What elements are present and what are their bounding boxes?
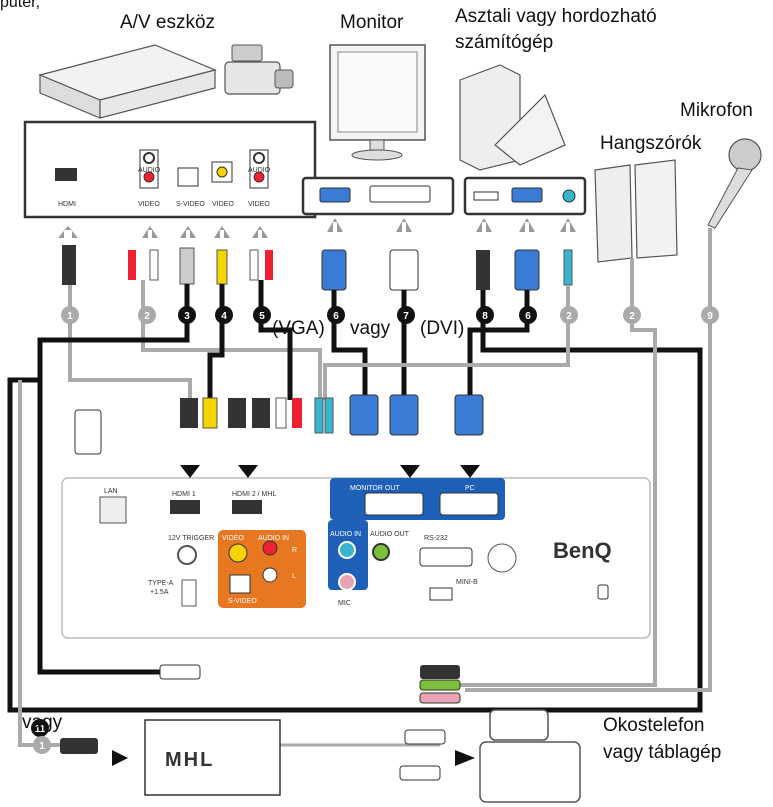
svg-text:7: 7 xyxy=(403,311,409,322)
svg-text:VIDEO: VIDEO xyxy=(212,201,234,208)
svg-text:RS-232: RS-232 xyxy=(424,535,448,542)
svg-text:VIDEO: VIDEO xyxy=(222,535,244,542)
svg-text:S-VIDEO: S-VIDEO xyxy=(228,598,257,605)
svg-text:TYPE-A: TYPE-A xyxy=(148,580,174,587)
computer-illustration xyxy=(460,65,565,170)
svg-text:HDMI 1: HDMI 1 xyxy=(172,491,196,498)
svg-text:4: 4 xyxy=(221,311,227,322)
svg-text:L: L xyxy=(292,573,296,580)
svg-text:6: 6 xyxy=(525,311,531,322)
microphone-illustration xyxy=(708,139,761,228)
svg-text:AUDIO OUT: AUDIO OUT xyxy=(370,531,410,538)
top-left-fragment: puter, xyxy=(0,0,40,12)
svg-text:R: R xyxy=(292,547,297,554)
svg-text:9: 9 xyxy=(707,311,713,322)
svg-text:3: 3 xyxy=(184,311,190,322)
dvi-label: (DVI) xyxy=(420,318,464,340)
smartphone-tablet-illustration xyxy=(480,710,580,802)
upward-arrows xyxy=(58,218,576,238)
monitor-illustration xyxy=(330,45,425,160)
camcorder-illustration xyxy=(225,45,293,94)
computer-label-line2: számítógép xyxy=(455,32,553,54)
brand-logo: BenQ xyxy=(553,538,612,563)
svg-text:12V TRIGGER: 12V TRIGGER xyxy=(168,535,214,542)
svg-text:MINI-B: MINI-B xyxy=(456,579,478,586)
svg-text:6: 6 xyxy=(333,311,339,322)
computer-label-line1: Asztali vagy hordozható xyxy=(455,6,657,28)
svg-text:HDMI 2 / MHL: HDMI 2 / MHL xyxy=(232,491,276,498)
svg-text:PC: PC xyxy=(465,485,475,492)
svg-text:8: 8 xyxy=(482,311,488,322)
vagy-mid-label: vagy xyxy=(350,318,390,340)
speakers-label: Hangszórók xyxy=(600,133,701,155)
speakers-illustration xyxy=(595,160,677,262)
svg-text:AUDIO: AUDIO xyxy=(138,167,161,174)
svg-text:AUDIO IN: AUDIO IN xyxy=(258,535,289,542)
phone-label-line2: vagy táblagép xyxy=(603,742,721,764)
svg-text:AUDIO: AUDIO xyxy=(248,167,271,174)
svg-text:AUDIO IN: AUDIO IN xyxy=(330,531,361,538)
svg-text:2: 2 xyxy=(629,311,635,322)
svg-text:5: 5 xyxy=(259,311,265,322)
svg-text:1: 1 xyxy=(67,311,73,322)
svg-text:1: 1 xyxy=(39,741,45,752)
microphone-label: Mikrofon xyxy=(680,100,753,122)
vagy-bottom-label: vagy xyxy=(22,712,62,734)
svg-text:VIDEO: VIDEO xyxy=(138,201,160,208)
svg-text:HDMI: HDMI xyxy=(58,201,76,208)
top-connectors xyxy=(62,245,572,290)
monitor-label: Monitor xyxy=(340,12,403,34)
svg-text:2: 2 xyxy=(566,311,572,322)
svg-text:MONITOR OUT: MONITOR OUT xyxy=(350,485,400,492)
projector-side-connectors xyxy=(75,395,483,454)
svg-text:VIDEO: VIDEO xyxy=(248,201,270,208)
svg-text:LAN: LAN xyxy=(104,488,118,495)
mhl-adapter-label: MHL xyxy=(165,749,214,771)
av-device-label: A/V eszköz xyxy=(120,12,215,34)
svg-text:MIC: MIC xyxy=(338,600,351,607)
svg-text:S-VIDEO: S-VIDEO xyxy=(176,201,205,208)
vga-label: (VGA) xyxy=(272,318,325,340)
svg-text:2: 2 xyxy=(144,311,150,322)
av-player-illustration xyxy=(40,45,215,118)
svg-text:+1.5A: +1.5A xyxy=(150,589,169,596)
phone-label-line1: Okostelefon xyxy=(603,715,704,737)
